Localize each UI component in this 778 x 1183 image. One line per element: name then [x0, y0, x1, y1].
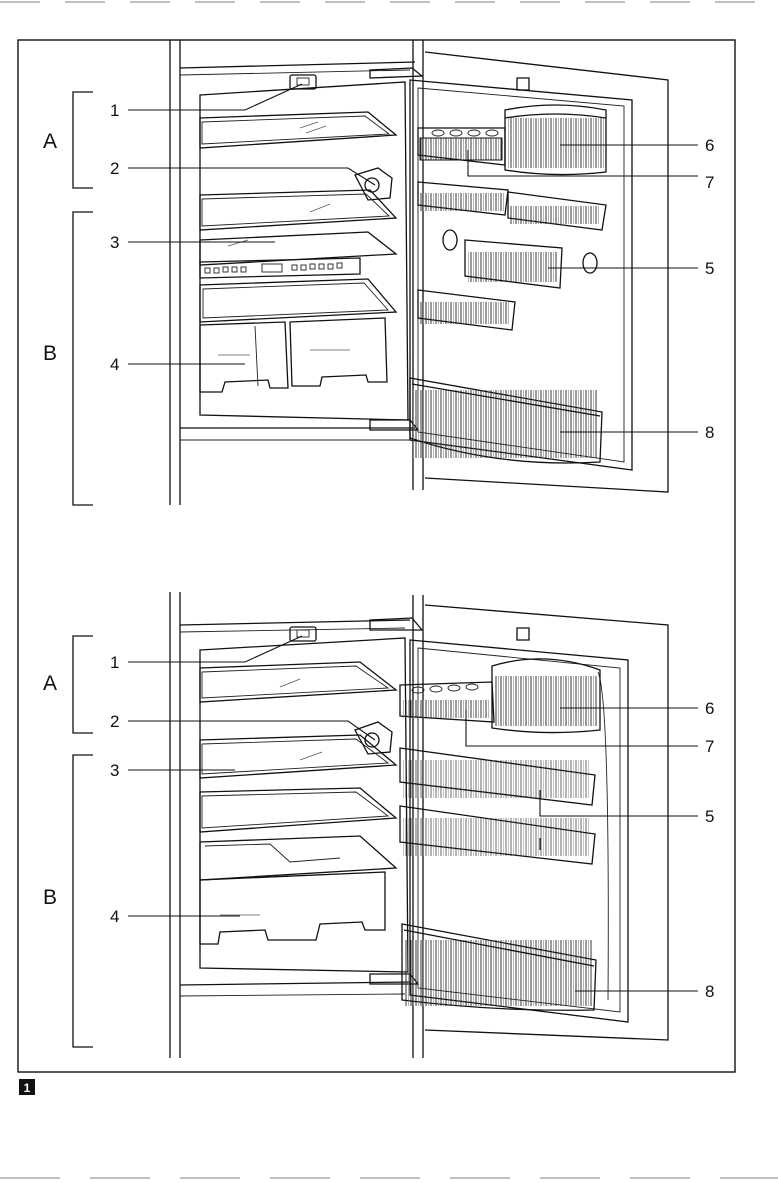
group-brackets [73, 92, 93, 1047]
callout-4-bottom: 4 [110, 907, 119, 926]
group-label-a-top: A [43, 130, 57, 153]
callout-2-bottom: 2 [110, 712, 119, 731]
callout-7-bottom: 7 [705, 737, 714, 756]
group-label-a-bottom: A [43, 672, 57, 695]
callout-6-top: 6 [705, 136, 714, 155]
figure-number-badge: 1 [19, 1079, 35, 1095]
callout-5-top: 5 [705, 259, 714, 278]
callout-8-bottom: 8 [705, 982, 714, 1001]
callout-5-bottom: 5 [705, 807, 714, 826]
group-label-b-bottom: B [43, 886, 57, 909]
callout-8-top: 8 [705, 423, 714, 442]
callout-1-bottom: 1 [110, 653, 119, 672]
callout-1-top: 1 [110, 101, 119, 120]
callout-6-bottom: 6 [705, 699, 714, 718]
callout-3-bottom: 3 [110, 761, 119, 780]
group-label-b-top: B [43, 342, 57, 365]
callout-2-top: 2 [110, 159, 119, 178]
callout-4-top: 4 [110, 355, 119, 374]
callout-7-top: 7 [705, 173, 714, 192]
callout-3-top: 3 [110, 233, 119, 252]
figure-number: 1 [24, 1081, 31, 1095]
